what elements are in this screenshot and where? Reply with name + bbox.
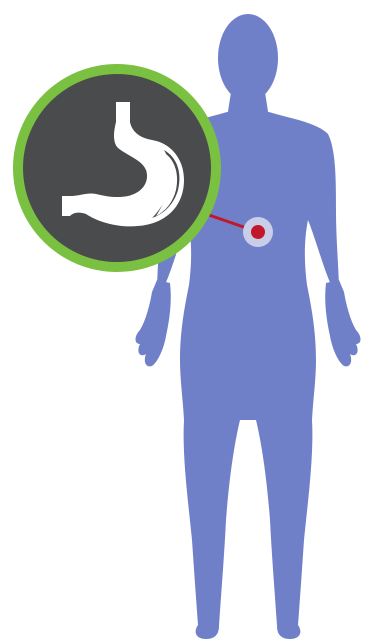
head [218, 14, 278, 102]
organ-callout [13, 64, 221, 272]
pointer-dot [251, 225, 265, 239]
right-hand [325, 280, 360, 366]
left-hand [136, 280, 171, 366]
pointer-dot-icon [243, 217, 273, 247]
